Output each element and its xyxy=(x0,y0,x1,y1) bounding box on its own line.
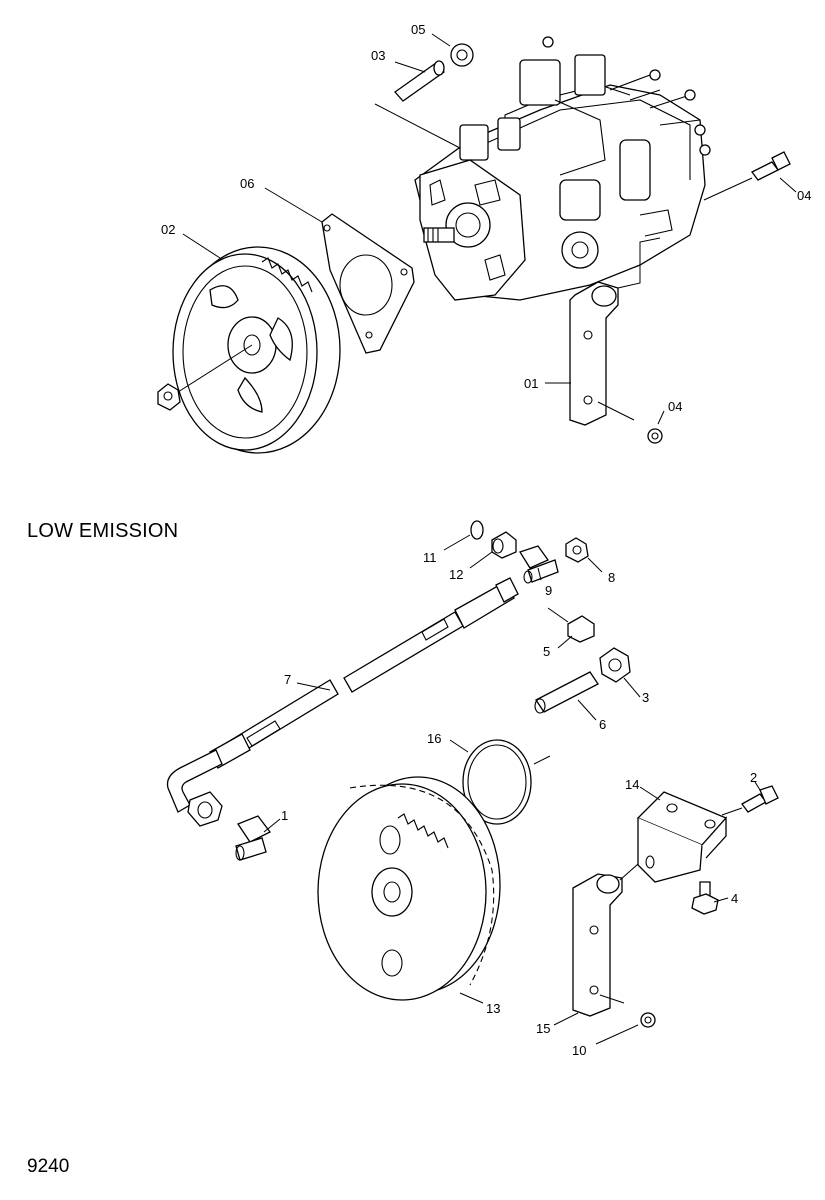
callout-04-upper: 04 xyxy=(797,188,811,203)
callout-8: 8 xyxy=(608,570,615,585)
part-11-o-ring xyxy=(470,520,484,540)
callout-05: 05 xyxy=(411,22,425,37)
part-4-bolt xyxy=(691,881,719,915)
injection-pump xyxy=(414,36,711,301)
callout-4: 4 xyxy=(731,891,738,906)
callout-2: 2 xyxy=(750,770,757,785)
callout-02: 02 xyxy=(161,222,175,237)
part-15-bracket xyxy=(572,863,639,1017)
callout-03: 03 xyxy=(371,48,385,63)
callout-15: 15 xyxy=(536,1021,550,1036)
part-02-nut xyxy=(157,383,181,411)
part-03-pin xyxy=(374,60,461,149)
callout-3: 3 xyxy=(642,690,649,705)
page-number: 9240 xyxy=(27,1156,70,1177)
callout-11: 11 xyxy=(423,550,437,565)
part-2-bolt xyxy=(721,785,779,816)
callout-01: 01 xyxy=(524,376,538,391)
callout-1: 1 xyxy=(281,808,288,823)
part-04-bolt-upper xyxy=(703,151,791,201)
callout-7: 7 xyxy=(284,672,291,687)
part-12-fitting xyxy=(491,531,517,559)
part-1-fitting xyxy=(235,815,271,861)
callout-16: 16 xyxy=(427,731,441,746)
part-8-nut xyxy=(565,537,589,563)
callout-12: 12 xyxy=(449,567,463,582)
callout-14: 14 xyxy=(625,777,639,792)
part-7-pipe xyxy=(166,577,519,827)
part-13-gear xyxy=(317,776,501,1001)
part-3-nut xyxy=(599,647,631,683)
callout-10: 10 xyxy=(572,1043,586,1058)
part-10-nut xyxy=(640,1012,656,1028)
part-5-bolt xyxy=(547,607,595,643)
callout-9: 9 xyxy=(545,583,552,598)
part-16-o-ring xyxy=(424,739,551,825)
part-06-gasket xyxy=(321,213,415,354)
part-9-banjo xyxy=(519,545,559,584)
callout-5: 5 xyxy=(543,644,550,659)
part-02-gear xyxy=(172,246,341,454)
callout-13: 13 xyxy=(486,1001,500,1016)
callout-6: 6 xyxy=(599,717,606,732)
section-title: LOW EMISSION xyxy=(27,520,179,542)
callout-06: 06 xyxy=(240,176,254,191)
part-14-bracket xyxy=(636,791,728,883)
part-01-bracket xyxy=(569,237,661,426)
part-6-pin xyxy=(534,671,599,714)
part-04-nut-lower xyxy=(597,401,663,444)
callout-04-lower: 04 xyxy=(668,399,682,414)
part-05-nut xyxy=(450,43,474,67)
